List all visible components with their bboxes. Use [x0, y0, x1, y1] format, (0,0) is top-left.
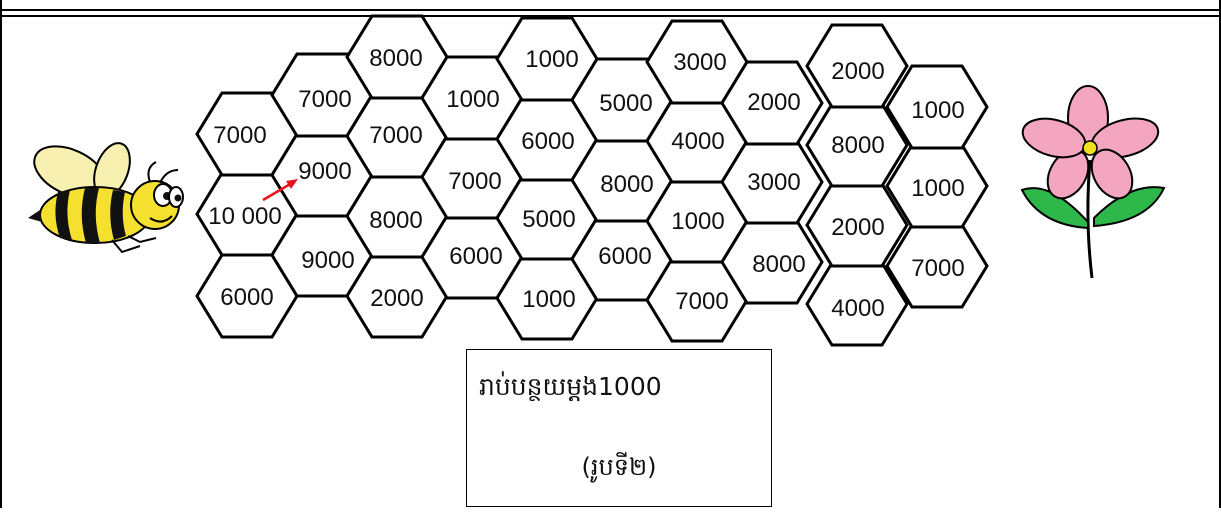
hex-cell-value: 7000	[675, 288, 728, 315]
honeycomb-grid: 6000 10 000 7000 9000 9000 7000 2000 800…	[197, 16, 987, 345]
hex-cell-value: 8000	[369, 45, 422, 72]
figure-label: (រូបទី២)	[467, 452, 771, 487]
hex-cell-value: 4000	[671, 128, 724, 155]
hex-cell-value: 1000	[671, 208, 724, 235]
hex-cell-value: 4000	[831, 295, 884, 322]
hex-cell-value: 1000	[446, 86, 499, 113]
flower-center	[1083, 141, 1097, 155]
hex-cell-value: 1000	[911, 97, 964, 124]
hex-cell-value: 8000	[369, 207, 422, 234]
bee-antenna	[160, 170, 178, 183]
hex-cell-value: 7000	[213, 122, 266, 149]
hex-cell-value: 2000	[747, 89, 800, 116]
bee-leg	[128, 236, 156, 242]
hex-cell-value: 7000	[298, 86, 351, 113]
hex-cell[interactable]: 2000	[807, 25, 907, 107]
bee-stinger	[28, 210, 42, 222]
hex-cell-value: 2000	[831, 58, 884, 85]
flower-stem	[1088, 160, 1092, 278]
bee-illustration	[26, 136, 183, 252]
hex-cell-value: 5000	[522, 206, 575, 233]
hex-cell-value: 3000	[747, 169, 800, 196]
hex-cell-value: 9000	[301, 247, 354, 274]
caption-box: រាប់បន្ថយម្ដង1000 (រូបទី២)	[466, 349, 772, 507]
hex-cell-value: 3000	[673, 49, 726, 76]
hex-cell-value: 1000	[522, 286, 575, 313]
hex-cell-value: 8000	[600, 171, 653, 198]
hex-cell-value: 7000	[911, 255, 964, 282]
hex-cell-value: 6000	[521, 128, 574, 155]
hex-cell-value: 6000	[449, 243, 502, 270]
bee-pupil	[175, 195, 182, 202]
hex-cell-value: 1000	[911, 175, 964, 202]
hex-cell-value: 5000	[599, 90, 652, 117]
hex-cell-value: 6000	[598, 243, 651, 270]
hex-cell-value: 8000	[831, 132, 884, 159]
hex-cell-value: 2000	[831, 214, 884, 241]
hex-cell-value: 6000	[220, 284, 273, 311]
hex-cell-value: 1000	[525, 46, 578, 73]
hex-cell-value: 10 000	[208, 203, 281, 230]
hex-cell-value: 2000	[370, 285, 423, 312]
hex-cell-value: 8000	[752, 251, 805, 278]
bee-antenna	[148, 162, 156, 182]
hex-cell-value: 7000	[369, 122, 422, 149]
instruction-text: រាប់បន្ថយម្ដង1000	[479, 372, 662, 408]
hex-cell-value: 9000	[298, 158, 351, 185]
hex-cell-value: 7000	[448, 168, 501, 195]
flower-illustration	[1018, 86, 1164, 278]
